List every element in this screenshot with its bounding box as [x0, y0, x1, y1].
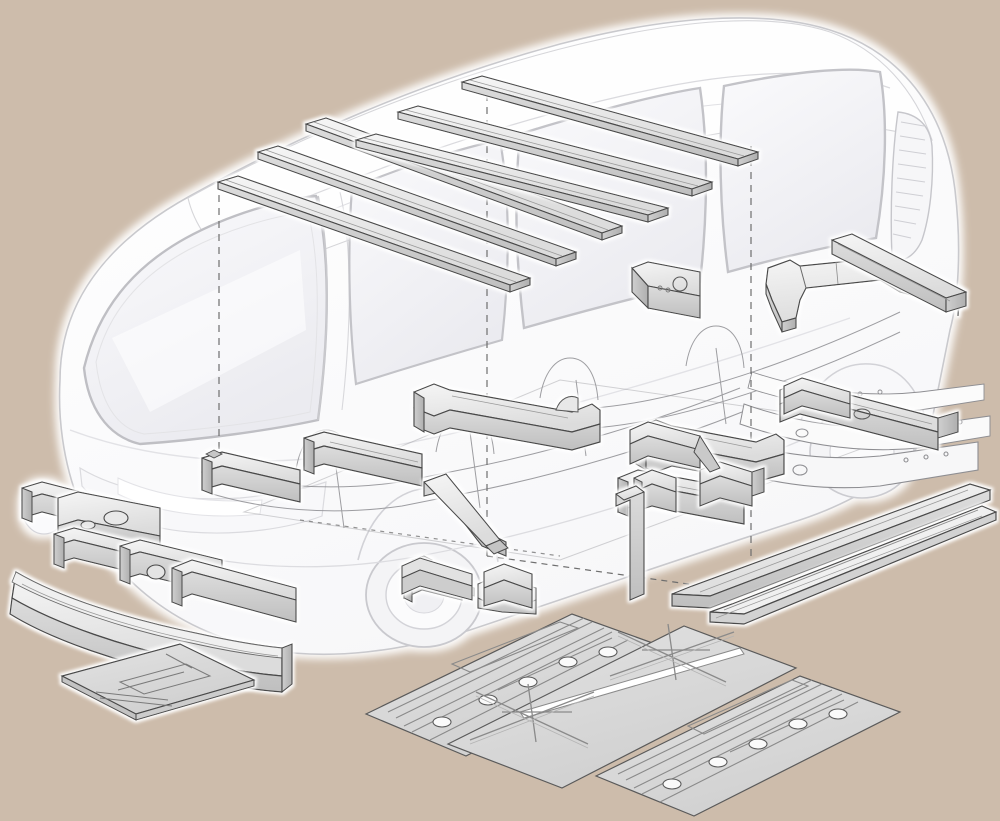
- sill-rail-lower: [709, 505, 998, 625]
- bracket-low-2: [401, 557, 473, 601]
- bracket-group: [401, 377, 851, 615]
- roof-cross-member-1: [216, 175, 532, 293]
- floor-panel-right: [594, 675, 902, 817]
- outrigger-bracket: [423, 473, 509, 557]
- roof-cross-member-5: [395, 105, 714, 197]
- roof-cross-member-6: [460, 75, 760, 167]
- rear-vent-grille: [890, 111, 934, 261]
- guide-line-6: [299, 519, 561, 557]
- front-frame-horn-upper: [201, 449, 301, 503]
- guide-line-4: [486, 555, 761, 595]
- roof-cross-member-2: [256, 145, 578, 267]
- rear-quarter-window: [719, 68, 887, 274]
- roof-cross-member-4: [353, 133, 670, 223]
- front-toe-pan-panel: [60, 643, 256, 721]
- frame-rail-left-upper: [413, 383, 601, 451]
- bracket-rear-1: [783, 377, 851, 419]
- frame-rail-left-lower: [303, 431, 423, 487]
- floor-panel-center: [446, 623, 798, 789]
- bracket-mid-3: [629, 421, 721, 473]
- rear-rail: [830, 233, 968, 313]
- rear-crossmember: [765, 257, 961, 333]
- sill-rail-upper: [671, 483, 992, 609]
- rear-structure-group: [765, 233, 968, 333]
- floor-panel-right-drain-holes: [662, 708, 848, 790]
- front-box-rail-d: [171, 559, 297, 623]
- floor-panel-left-drain-holes: [432, 646, 618, 728]
- bracket-low-3: [483, 563, 533, 609]
- roof-cross-member-group: [216, 75, 760, 293]
- l-bracket-bottom-center: [614, 485, 646, 601]
- side-panel-bracket: [631, 261, 701, 319]
